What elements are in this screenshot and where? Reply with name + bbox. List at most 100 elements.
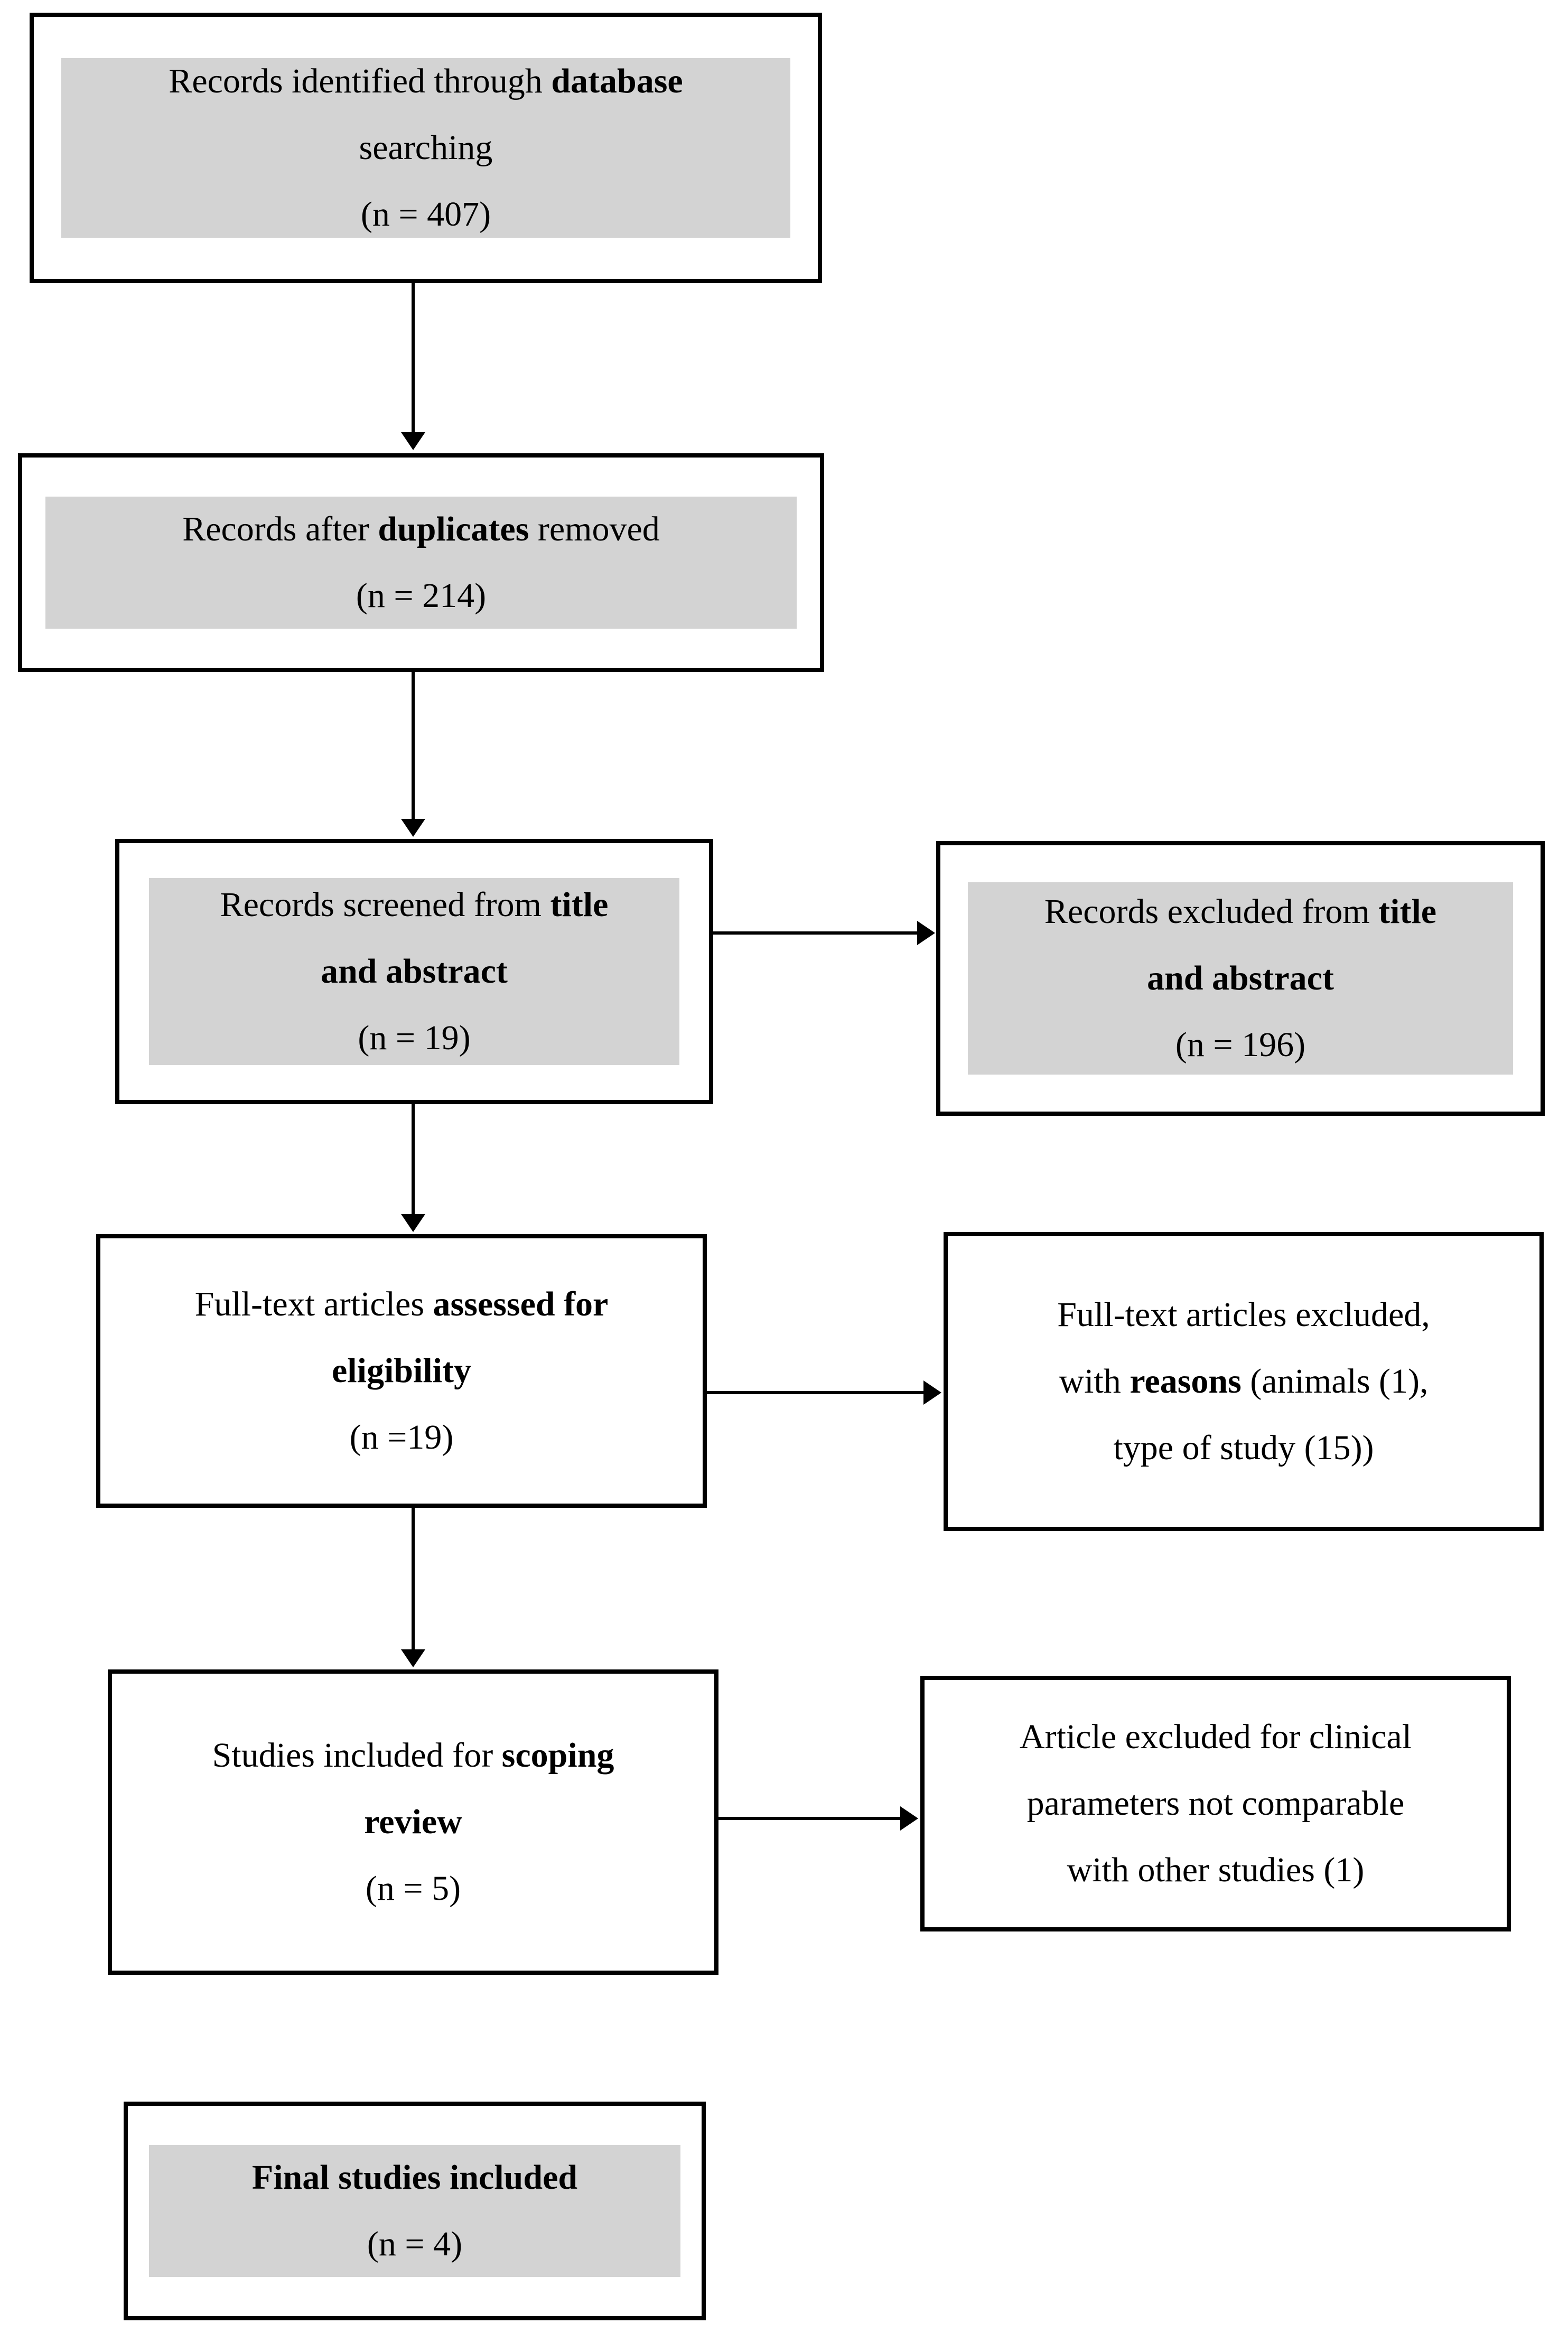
arrow-shaft [718, 1817, 902, 1820]
arrow-shaft [412, 283, 415, 434]
node-text-line: (n = 5) [366, 1855, 461, 1922]
node-fulltext-excluded: Full-text articles excluded, with reasons… [944, 1232, 1544, 1531]
node-body: Article excluded for clinical parameters … [925, 1680, 1507, 1927]
text-segment: (n = 196) [1175, 1025, 1306, 1064]
arrow-screened-to-fulltext [400, 1104, 426, 1232]
text-segment: Final studies included [251, 2158, 578, 2197]
node-text-line: Studies included for scoping [212, 1722, 614, 1789]
text-segment: with other studies (1) [1067, 1851, 1365, 1889]
text-segment: (n = 19) [358, 1019, 471, 1057]
node-text-line: (n = 196) [1175, 1012, 1305, 1078]
node-text-line: Full-text articles excluded, [1057, 1282, 1430, 1348]
node-text: Records after duplicates removed (n = 214… [45, 496, 797, 629]
arrow-head [401, 1214, 425, 1232]
arrow-head [917, 921, 935, 945]
node-text: Full-text articles excluded, with reasons… [948, 1282, 1539, 1481]
arrow-shaft [713, 931, 919, 935]
text-segment: duplicates [378, 510, 529, 548]
arrow-fulltext-to-excluded [707, 1380, 941, 1405]
node-body: Studies included for scoping review (n = 5… [112, 1674, 714, 1971]
node-text-line: Final studies included [252, 2144, 577, 2211]
text-segment: Full-text articles [194, 1285, 433, 1323]
arrow-head [401, 432, 425, 450]
node-studies-included-scoping: Studies included for scoping review (n = 5… [108, 1669, 718, 1975]
text-segment: Studies included for [212, 1736, 502, 1775]
node-text-line: Records after duplicates removed [182, 496, 660, 563]
arrow-shaft [412, 672, 415, 821]
text-segment: and abstract [1147, 959, 1334, 997]
text-segment: (n = 214) [356, 576, 487, 615]
text-segment: parameters not comparable [1026, 1784, 1405, 1823]
node-text-line: parameters not comparable [1027, 1770, 1405, 1837]
node-text-line: review [364, 1789, 462, 1855]
node-text: Full-text articles assessed for eligibili… [100, 1271, 703, 1471]
text-segment: Article excluded for clinical [1019, 1718, 1412, 1756]
text-segment: Records screened from [220, 885, 550, 924]
text-segment: (n =19) [349, 1418, 454, 1457]
arrow-shaft [707, 1391, 926, 1394]
node-text-line: searching [359, 115, 493, 181]
arrow-head [401, 1649, 425, 1667]
node-text-line: (n = 214) [356, 563, 486, 629]
node-text-line: (n = 19) [358, 1005, 470, 1071]
text-segment: assessed for [433, 1285, 609, 1323]
node-text-line: type of study (15)) [1113, 1415, 1374, 1481]
node-body: Full-text articles assessed for eligibili… [100, 1238, 703, 1504]
text-segment: Full-text articles excluded, [1057, 1295, 1430, 1334]
node-text-line: (n =19) [350, 1404, 454, 1471]
text-segment: Records excluded from [1044, 892, 1379, 931]
arrow-shaft [412, 1104, 415, 1216]
text-segment: and abstract [321, 952, 508, 991]
arrow-head [900, 1806, 918, 1831]
text-segment: (n = 407) [360, 195, 491, 234]
node-text-line: Records identified through database [169, 48, 683, 115]
node-text-line: eligibility [332, 1338, 471, 1404]
node-records-screened: Records screened from title and abstract (… [115, 839, 713, 1104]
node-shade: Records screened from title and abstract (… [149, 878, 679, 1065]
node-text: Records excluded from title and abstract (… [968, 879, 1513, 1078]
node-article-excluded-clinical: Article excluded for clinical parameters … [920, 1676, 1511, 1931]
node-text: Final studies included (n = 4) [149, 2144, 680, 2278]
node-body: Full-text articles excluded, with reasons… [948, 1236, 1539, 1527]
node-text-line: and abstract [1147, 945, 1334, 1012]
arrow-screened-to-excluded [713, 920, 935, 946]
node-text-line: Article excluded for clinical [1020, 1704, 1412, 1770]
arrow-scoping-to-article-excluded [718, 1806, 918, 1831]
node-text: Records screened from title and abstract (… [149, 872, 679, 1071]
arrow-head [401, 819, 425, 837]
node-records-excluded: Records excluded from title and abstract (… [936, 841, 1545, 1116]
node-text-line: Records screened from title [220, 872, 609, 938]
node-shade: Final studies included (n = 4) [149, 2145, 680, 2277]
arrow-identified-to-duplicates [400, 283, 426, 450]
text-segment: reasons [1130, 1362, 1242, 1401]
text-segment: eligibility [332, 1351, 471, 1390]
node-fulltext-assessed: Full-text articles assessed for eligibili… [96, 1234, 707, 1508]
node-text-line: (n = 4) [367, 2211, 462, 2278]
text-segment: title [550, 885, 609, 924]
arrow-shaft [412, 1508, 415, 1651]
node-text-line: Full-text articles assessed for [195, 1271, 609, 1338]
node-text-line: with reasons (animals (1), [1059, 1348, 1428, 1415]
node-shade: Records excluded from title and abstract (… [968, 882, 1513, 1075]
text-segment: title [1378, 892, 1437, 931]
node-shade: Records after duplicates removed (n = 214… [45, 497, 797, 629]
text-segment: with [1059, 1362, 1130, 1401]
text-segment: database [551, 62, 683, 100]
node-text-line: (n = 407) [361, 181, 491, 248]
node-final-studies-included: Final studies included (n = 4) [124, 2102, 706, 2320]
text-segment: removed [529, 510, 660, 548]
text-segment: scoping [501, 1736, 614, 1775]
text-segment: Records after [182, 510, 378, 548]
node-text: Studies included for scoping review (n = 5… [112, 1722, 714, 1922]
node-text-line: Records excluded from title [1044, 879, 1436, 945]
arrow-duplicates-to-screened [400, 672, 426, 837]
text-segment: (animals (1), [1241, 1362, 1429, 1401]
text-segment: review [364, 1803, 462, 1841]
node-text: Article excluded for clinical parameters … [925, 1704, 1507, 1903]
text-segment: (n = 5) [365, 1869, 461, 1908]
arrow-head [923, 1380, 941, 1405]
